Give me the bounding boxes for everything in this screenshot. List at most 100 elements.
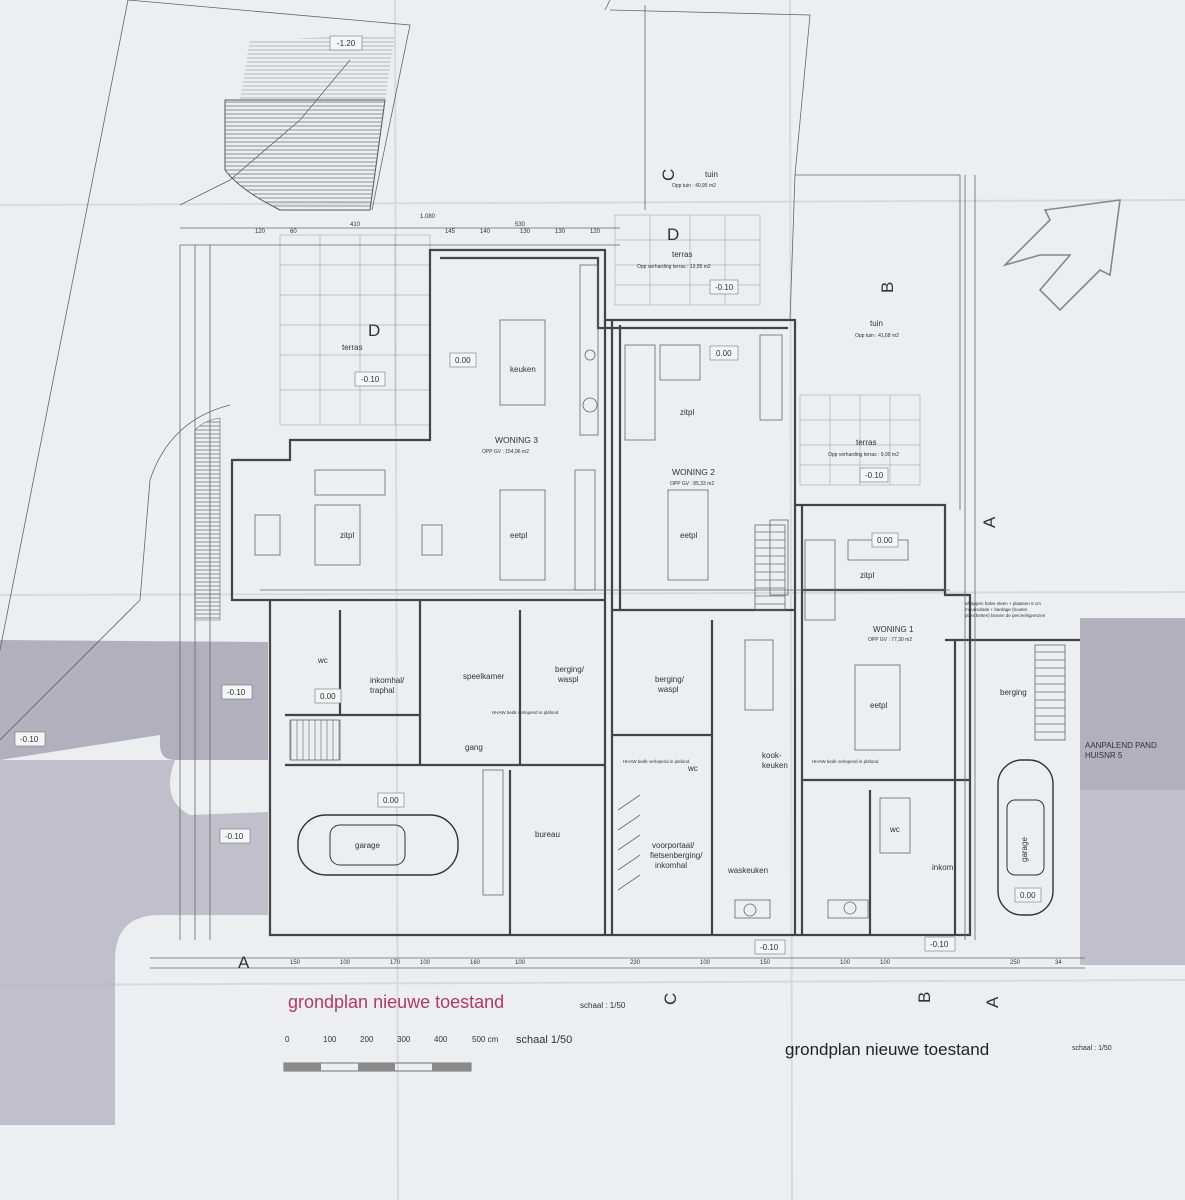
terras-grid-top	[614, 214, 761, 306]
room-kookkeuken: kook-keuken	[762, 751, 788, 770]
level-w1-zitpl: 0.00	[871, 532, 899, 548]
svg-text:34: 34	[1055, 960, 1062, 966]
stair-w1	[1034, 644, 1066, 741]
unit-woning-1: WONING 1	[873, 625, 914, 634]
label-line: waspl	[557, 675, 579, 684]
level-street-left: -0.10	[221, 684, 253, 700]
neighbour-zone-left	[0, 640, 268, 760]
section-marker-a: A	[983, 996, 1002, 1008]
room-zitpl-w3: zitpl	[340, 531, 354, 540]
section-marker-b: B	[915, 992, 934, 1003]
svg-text:170: 170	[390, 960, 401, 966]
svg-text:100: 100	[880, 960, 891, 966]
garden-path-curve	[0, 404, 231, 741]
room-garage-w1: garage	[1020, 837, 1029, 862]
level-left-edge: -0.10	[14, 731, 46, 747]
scale-bar-ticks: 0 100 200 300 400 500 cm	[285, 1035, 499, 1044]
legend-title-right: grondplan nieuwe toestand	[785, 1040, 989, 1059]
paper-fold	[0, 199, 1185, 206]
room-eetpl-w2: eetpl	[680, 531, 698, 540]
ramp-hatching	[224, 99, 386, 211]
car-w3	[297, 814, 459, 876]
ramp-hatching-upper	[240, 35, 395, 100]
label-line: kook-	[762, 751, 782, 760]
svg-text:250: 250	[1010, 960, 1021, 966]
room-terras-right-area: Opp verharding terras : 9,90 m2	[828, 452, 899, 458]
scale-bar-label: schaal 1/50	[516, 1034, 572, 1046]
level-garage-left: -0.10	[219, 828, 251, 844]
room-waskeuken: waskeuken	[727, 866, 768, 875]
terras-grid-right	[799, 394, 921, 486]
label-line: berging/	[655, 675, 685, 684]
neighbour-zone-right	[1080, 618, 1185, 790]
car-w1	[997, 759, 1054, 916]
svg-text:300: 300	[397, 1035, 411, 1044]
room-tuin-top: tuin	[705, 170, 718, 179]
section-marker-c: C	[661, 993, 680, 1005]
room-voorportaal: voorportaal/fietsenberging/inkomhal	[650, 841, 703, 870]
section-marker-c: C	[659, 169, 678, 181]
scale-bar	[283, 1062, 472, 1072]
svg-text:400: 400	[434, 1035, 448, 1044]
svg-text:0.00: 0.00	[320, 692, 336, 701]
room-berging-waspl-w2: berging/waspl	[655, 675, 685, 694]
paper-fold	[0, 979, 1185, 986]
unit-woning-1-area: OPP GV : 77,30 m2	[868, 637, 912, 643]
unit-woning-3: WONING 3	[495, 435, 538, 445]
level-garage-w3: 0.00	[377, 792, 405, 808]
room-gang: gang	[465, 743, 483, 752]
svg-text:130: 130	[555, 229, 566, 235]
neighbour-zone-right-lower	[1080, 790, 1185, 965]
svg-text:100: 100	[700, 960, 711, 966]
unit-woning-2-area: OPP GV : 85,33 m2	[670, 481, 714, 487]
level-garage-w1: 0.00	[1014, 887, 1042, 903]
svg-text:100: 100	[340, 960, 351, 966]
svg-text:0.00: 0.00	[383, 796, 399, 805]
room-speelkamer: speelkamer	[463, 672, 505, 681]
room-wc-w3: wc	[317, 656, 328, 665]
svg-text:230: 230	[630, 960, 641, 966]
svg-text:120: 120	[255, 229, 266, 235]
label-line: fietsenberging/	[650, 851, 703, 860]
level-front-w2: -0.10	[754, 939, 786, 955]
unit-woning-2: WONING 2	[672, 467, 715, 477]
note-hhaw-w2: HHAW bedk verlopend in plafond	[623, 759, 690, 764]
svg-text:-0.10: -0.10	[227, 688, 246, 697]
svg-text:-1.20: -1.20	[337, 39, 356, 48]
room-terras-top-area: Opp verharding terras : 13,95 m2	[637, 264, 711, 270]
svg-text:60: 60	[290, 229, 297, 235]
room-eetpl-w3: eetpl	[510, 531, 528, 540]
svg-text:-0.10: -0.10	[225, 832, 244, 841]
legend-scale-left: schaal : 1/50	[580, 1001, 626, 1010]
svg-text:100: 100	[515, 960, 526, 966]
garden-line	[789, 174, 796, 321]
bike-racks	[617, 794, 641, 891]
label-line: planchetten) binnen de perceelsgrenzen	[965, 613, 1046, 618]
unit-woning-3-area: OPP GV : 154,96 m2	[482, 449, 529, 455]
dimensions-bottom: 150 100 170 100 160 100 230 100 150 100 …	[290, 960, 1062, 966]
room-terras-left: terras	[342, 343, 362, 352]
svg-text:150: 150	[290, 960, 301, 966]
svg-text:160: 160	[470, 960, 481, 966]
svg-text:-0.10: -0.10	[760, 943, 779, 952]
label-line: inkomhal	[655, 861, 687, 870]
svg-text:500 cm: 500 cm	[472, 1035, 499, 1044]
label-line: afkappen halve steen + plaatsen 6 cm	[965, 601, 1041, 606]
terras-grid-left	[279, 234, 431, 426]
room-tuin-top-area: Opp tuin : 40,95 m2	[672, 183, 716, 189]
svg-text:200: 200	[360, 1035, 374, 1044]
dimension-lines	[150, 175, 1085, 969]
svg-text:100: 100	[840, 960, 851, 966]
room-keuken: keuken	[510, 365, 536, 374]
deck-hatching-left	[194, 417, 221, 621]
level-top: -1.20	[329, 35, 363, 51]
section-marker-d: D	[667, 225, 679, 244]
label-line: waspl	[657, 685, 679, 694]
room-inkomhal-traphal: inkomhal/traphal	[370, 676, 405, 695]
svg-text:-0.10: -0.10	[20, 735, 39, 744]
stair-w3	[289, 719, 341, 761]
svg-text:145: 145	[445, 229, 456, 235]
svg-text:-0.10: -0.10	[715, 283, 734, 292]
room-terras-top: terras	[672, 250, 692, 259]
paper-fold	[789, 0, 793, 1200]
